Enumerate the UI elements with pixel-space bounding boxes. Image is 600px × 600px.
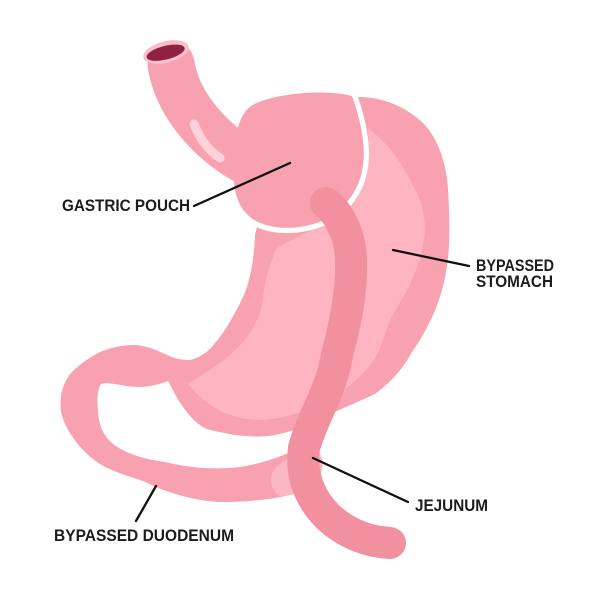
svg-text:BYPASSED DUODENUM: BYPASSED DUODENUM xyxy=(54,526,234,545)
svg-text:BYPASSED: BYPASSED xyxy=(476,256,554,275)
svg-text:JEJUNUM: JEJUNUM xyxy=(415,496,488,515)
svg-text:STOMACH: STOMACH xyxy=(476,272,553,291)
svg-text:GASTRIC POUCH: GASTRIC POUCH xyxy=(62,196,190,215)
